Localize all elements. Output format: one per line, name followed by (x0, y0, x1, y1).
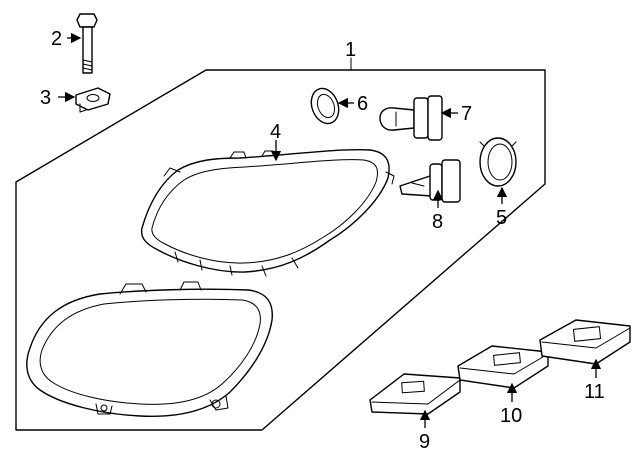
high-beam-bulb-part (379, 95, 443, 141)
callout-4: 4 (270, 121, 281, 143)
callout-6: 6 (357, 93, 368, 115)
seal-ring-part (310, 87, 340, 125)
callout-3: 3 (40, 87, 51, 109)
socket-cover-part (479, 137, 517, 187)
callout-1: 1 (345, 39, 356, 61)
housing-gasket-part (140, 148, 395, 277)
callout-11: 11 (584, 381, 605, 403)
control-unit-part (457, 345, 549, 389)
bolt-part (76, 13, 98, 74)
callout-10: 10 (500, 405, 522, 427)
headlight-housing-part (26, 281, 273, 417)
low-beam-bulb-part (399, 159, 461, 203)
callout-7: 7 (461, 103, 472, 125)
callout-8: 8 (432, 211, 443, 233)
callout-2: 2 (51, 28, 62, 50)
callout-5: 5 (496, 207, 507, 229)
assembly-boundary (15, 69, 546, 431)
control-unit-alt-part (539, 319, 631, 365)
ballast-module-part (369, 373, 461, 415)
clip-nut-part (75, 87, 111, 113)
callout-9: 9 (419, 431, 430, 453)
